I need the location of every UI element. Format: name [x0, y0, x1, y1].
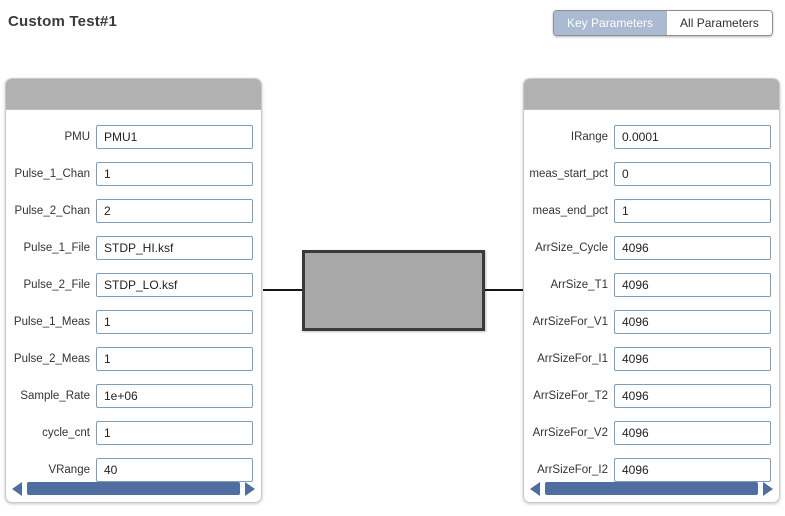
field-row: Pulse_1_Chan	[6, 155, 261, 192]
field-label-Pulse_1_Meas: Pulse_1_Meas	[13, 315, 90, 328]
right-panel-body: IRange meas_start_pct meas_end_pct ArrSi…	[524, 110, 779, 488]
field-label-Pulse_1_Chan: Pulse_1_Chan	[14, 167, 90, 180]
device-symbol-box	[302, 250, 485, 331]
field-input-Pulse_2_Meas[interactable]	[96, 346, 253, 371]
field-label-ArrSize_Cycle: ArrSize_Cycle	[535, 241, 608, 254]
field-label-PMU: PMU	[64, 130, 90, 143]
left-panel-body: PMU Pulse_1_Chan Pulse_2_Chan Pulse_1_Fi…	[6, 110, 261, 488]
field-label-cycle_cnt: cycle_cnt	[42, 426, 90, 439]
field-input-ArrSizeFor_T2[interactable]	[614, 383, 771, 408]
field-label-meas_end_pct: meas_end_pct	[532, 204, 608, 217]
field-input-ArrSize_Cycle[interactable]	[614, 235, 771, 260]
field-input-ArrSizeFor_V1[interactable]	[614, 309, 771, 334]
field-row: Pulse_1_Meas	[6, 303, 261, 340]
right-connector-wire	[485, 289, 523, 291]
field-row: Sample_Rate	[6, 377, 261, 414]
field-row: Pulse_2_File	[6, 266, 261, 303]
field-row: ArrSizeFor_V1	[524, 303, 779, 340]
field-row: meas_start_pct	[524, 155, 779, 192]
scrollbar-track[interactable]	[25, 482, 242, 495]
field-input-Pulse_1_Meas[interactable]	[96, 309, 253, 334]
field-input-Sample_Rate[interactable]	[96, 383, 253, 408]
scroll-left-arrow-icon[interactable]	[530, 481, 540, 496]
field-row: ArrSize_T1	[524, 266, 779, 303]
field-label-IRange: IRange	[570, 130, 608, 143]
all-parameters-button[interactable]: All Parameters	[666, 11, 772, 35]
field-input-Pulse_1_Chan[interactable]	[96, 161, 253, 186]
field-row: Pulse_2_Meas	[6, 340, 261, 377]
field-row: PMU	[6, 118, 261, 155]
page-title: Custom Test#1	[8, 13, 118, 30]
scrollbar-track[interactable]	[543, 482, 760, 495]
left-connector-wire	[263, 289, 302, 291]
left-panel-header	[6, 79, 261, 110]
field-label-ArrSizeFor_T2: ArrSizeFor_T2	[533, 389, 608, 402]
field-label-ArrSizeFor_V2: ArrSizeFor_V2	[532, 426, 608, 439]
right-parameter-panel: IRange meas_start_pct meas_end_pct ArrSi…	[523, 78, 780, 503]
left-parameter-panel: PMU Pulse_1_Chan Pulse_2_Chan Pulse_1_Fi…	[5, 78, 262, 503]
field-row: IRange	[524, 118, 779, 155]
scroll-left-arrow-icon[interactable]	[12, 481, 22, 496]
field-label-ArrSizeFor_V1: ArrSizeFor_V1	[532, 315, 608, 328]
field-row: Pulse_1_File	[6, 229, 261, 266]
field-label-VRange: VRange	[48, 463, 90, 476]
right-panel-horizontal-scrollbar[interactable]	[530, 481, 773, 496]
field-label-Pulse_2_File: Pulse_2_File	[23, 278, 90, 291]
field-input-Pulse_2_Chan[interactable]	[96, 198, 253, 223]
field-row: Pulse_2_Chan	[6, 192, 261, 229]
field-label-Pulse_2_Chan: Pulse_2_Chan	[14, 204, 90, 217]
field-row: ArrSizeFor_I1	[524, 340, 779, 377]
scrollbar-thumb[interactable]	[27, 482, 240, 495]
field-input-meas_start_pct[interactable]	[614, 161, 771, 186]
field-label-ArrSize_T1: ArrSize_T1	[550, 278, 608, 291]
field-input-VRange[interactable]	[96, 457, 253, 482]
field-input-IRange[interactable]	[614, 124, 771, 149]
field-row: ArrSizeFor_V2	[524, 414, 779, 451]
field-row: ArrSizeFor_I2	[524, 451, 779, 488]
field-input-Pulse_1_File[interactable]	[96, 235, 253, 260]
scrollbar-thumb[interactable]	[545, 482, 758, 495]
field-input-ArrSizeFor_V2[interactable]	[614, 420, 771, 445]
scroll-right-arrow-icon[interactable]	[245, 481, 255, 496]
right-panel-header	[524, 79, 779, 110]
field-input-Pulse_2_File[interactable]	[96, 272, 253, 297]
field-label-Pulse_2_Meas: Pulse_2_Meas	[13, 352, 90, 365]
field-row: VRange	[6, 451, 261, 488]
field-label-Sample_Rate: Sample_Rate	[20, 389, 90, 402]
key-parameters-button[interactable]: Key Parameters	[554, 11, 667, 35]
field-row: meas_end_pct	[524, 192, 779, 229]
left-panel-horizontal-scrollbar[interactable]	[12, 481, 255, 496]
field-input-meas_end_pct[interactable]	[614, 198, 771, 223]
field-row: ArrSize_Cycle	[524, 229, 779, 266]
parameters-toggle-group: Key Parameters All Parameters	[553, 10, 773, 36]
field-label-ArrSizeFor_I2: ArrSizeFor_I2	[537, 463, 608, 476]
field-label-ArrSizeFor_I1: ArrSizeFor_I1	[537, 352, 608, 365]
field-label-Pulse_1_File: Pulse_1_File	[23, 241, 90, 254]
field-label-meas_start_pct: meas_start_pct	[529, 167, 608, 180]
field-input-cycle_cnt[interactable]	[96, 420, 253, 445]
field-row: ArrSizeFor_T2	[524, 377, 779, 414]
field-input-ArrSizeFor_I2[interactable]	[614, 457, 771, 482]
field-input-ArrSizeFor_I1[interactable]	[614, 346, 771, 371]
scroll-right-arrow-icon[interactable]	[763, 481, 773, 496]
field-input-ArrSize_T1[interactable]	[614, 272, 771, 297]
field-input-PMU[interactable]	[96, 124, 253, 149]
field-row: cycle_cnt	[6, 414, 261, 451]
